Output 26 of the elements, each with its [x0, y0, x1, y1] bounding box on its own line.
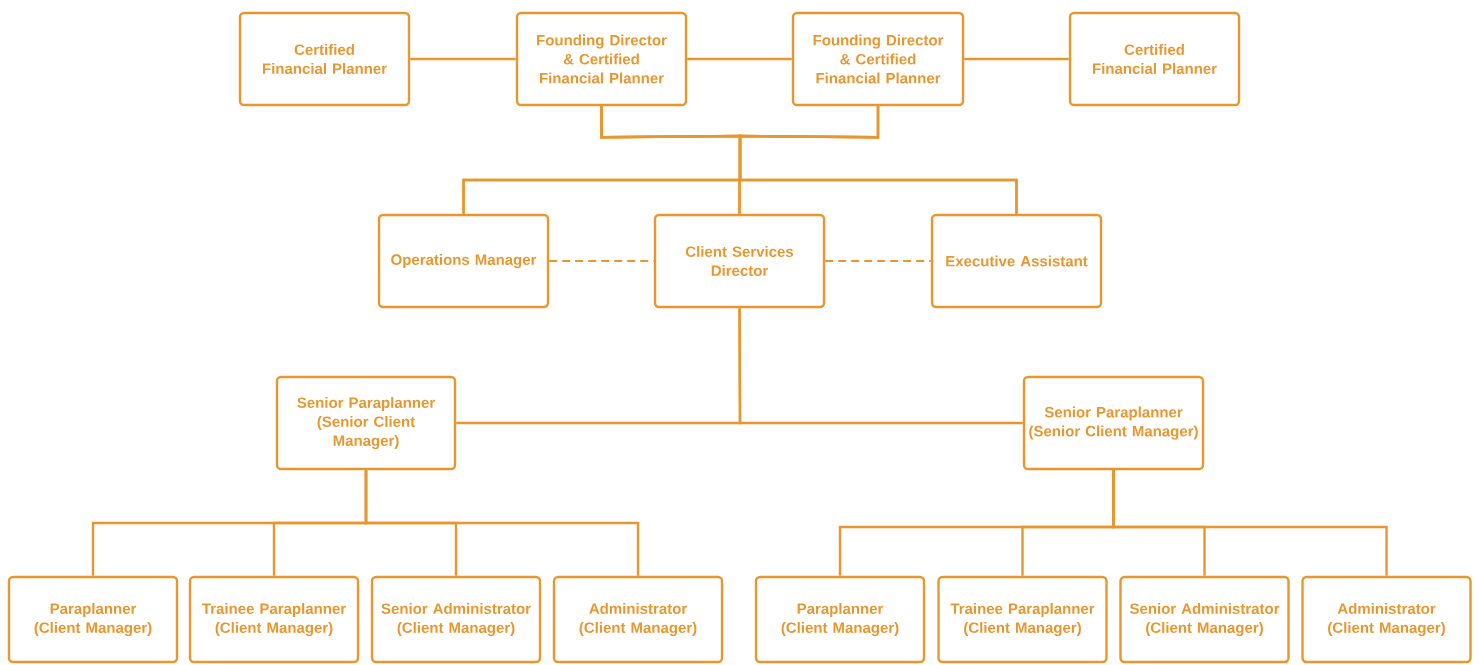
connector-line: [738, 106, 1018, 214]
connector-line: [738, 308, 1023, 425]
connector-line: [410, 57, 516, 61]
role-box: Trainee Paraplanner (Client Manager): [188, 575, 360, 664]
role-box: Administrator (Client Manager): [552, 575, 724, 664]
role-box: Founding Director & Certified Financial Planner: [791, 11, 965, 107]
role-box: Senior Paraplanner (Senior Client Manager): [1022, 375, 1205, 471]
role-box: Administrator (Client Manager): [1301, 575, 1472, 664]
connector-line: [364, 470, 640, 576]
role-box: Certified Financial Planner: [238, 11, 411, 107]
role-box: Client Services Director: [653, 213, 826, 309]
role-box: Operations Manager: [377, 213, 550, 309]
connector-line: [825, 259, 931, 263]
role-box: Founding Director & Certified Financial Planner: [515, 11, 688, 107]
role-box: Certified Financial Planner: [1068, 11, 1241, 107]
role-box: Senior Administrator (Client Manager): [370, 575, 542, 664]
connector-line: [687, 57, 792, 61]
role-box: Paraplanner (Client Manager): [754, 575, 926, 664]
role-box: Trainee Paraplanner (Client Manager): [937, 575, 1108, 664]
connector-line: [1112, 470, 1388, 576]
connector-line: [549, 259, 654, 263]
role-box: Executive Assistant: [930, 213, 1103, 309]
role-box: Senior Paraplanner (Senior Client Manager): [275, 375, 457, 471]
connector-line: [964, 57, 1069, 61]
role-box: Paraplanner (Client Manager): [7, 575, 179, 664]
role-box: Senior Administrator (Client Manager): [1119, 575, 1290, 664]
